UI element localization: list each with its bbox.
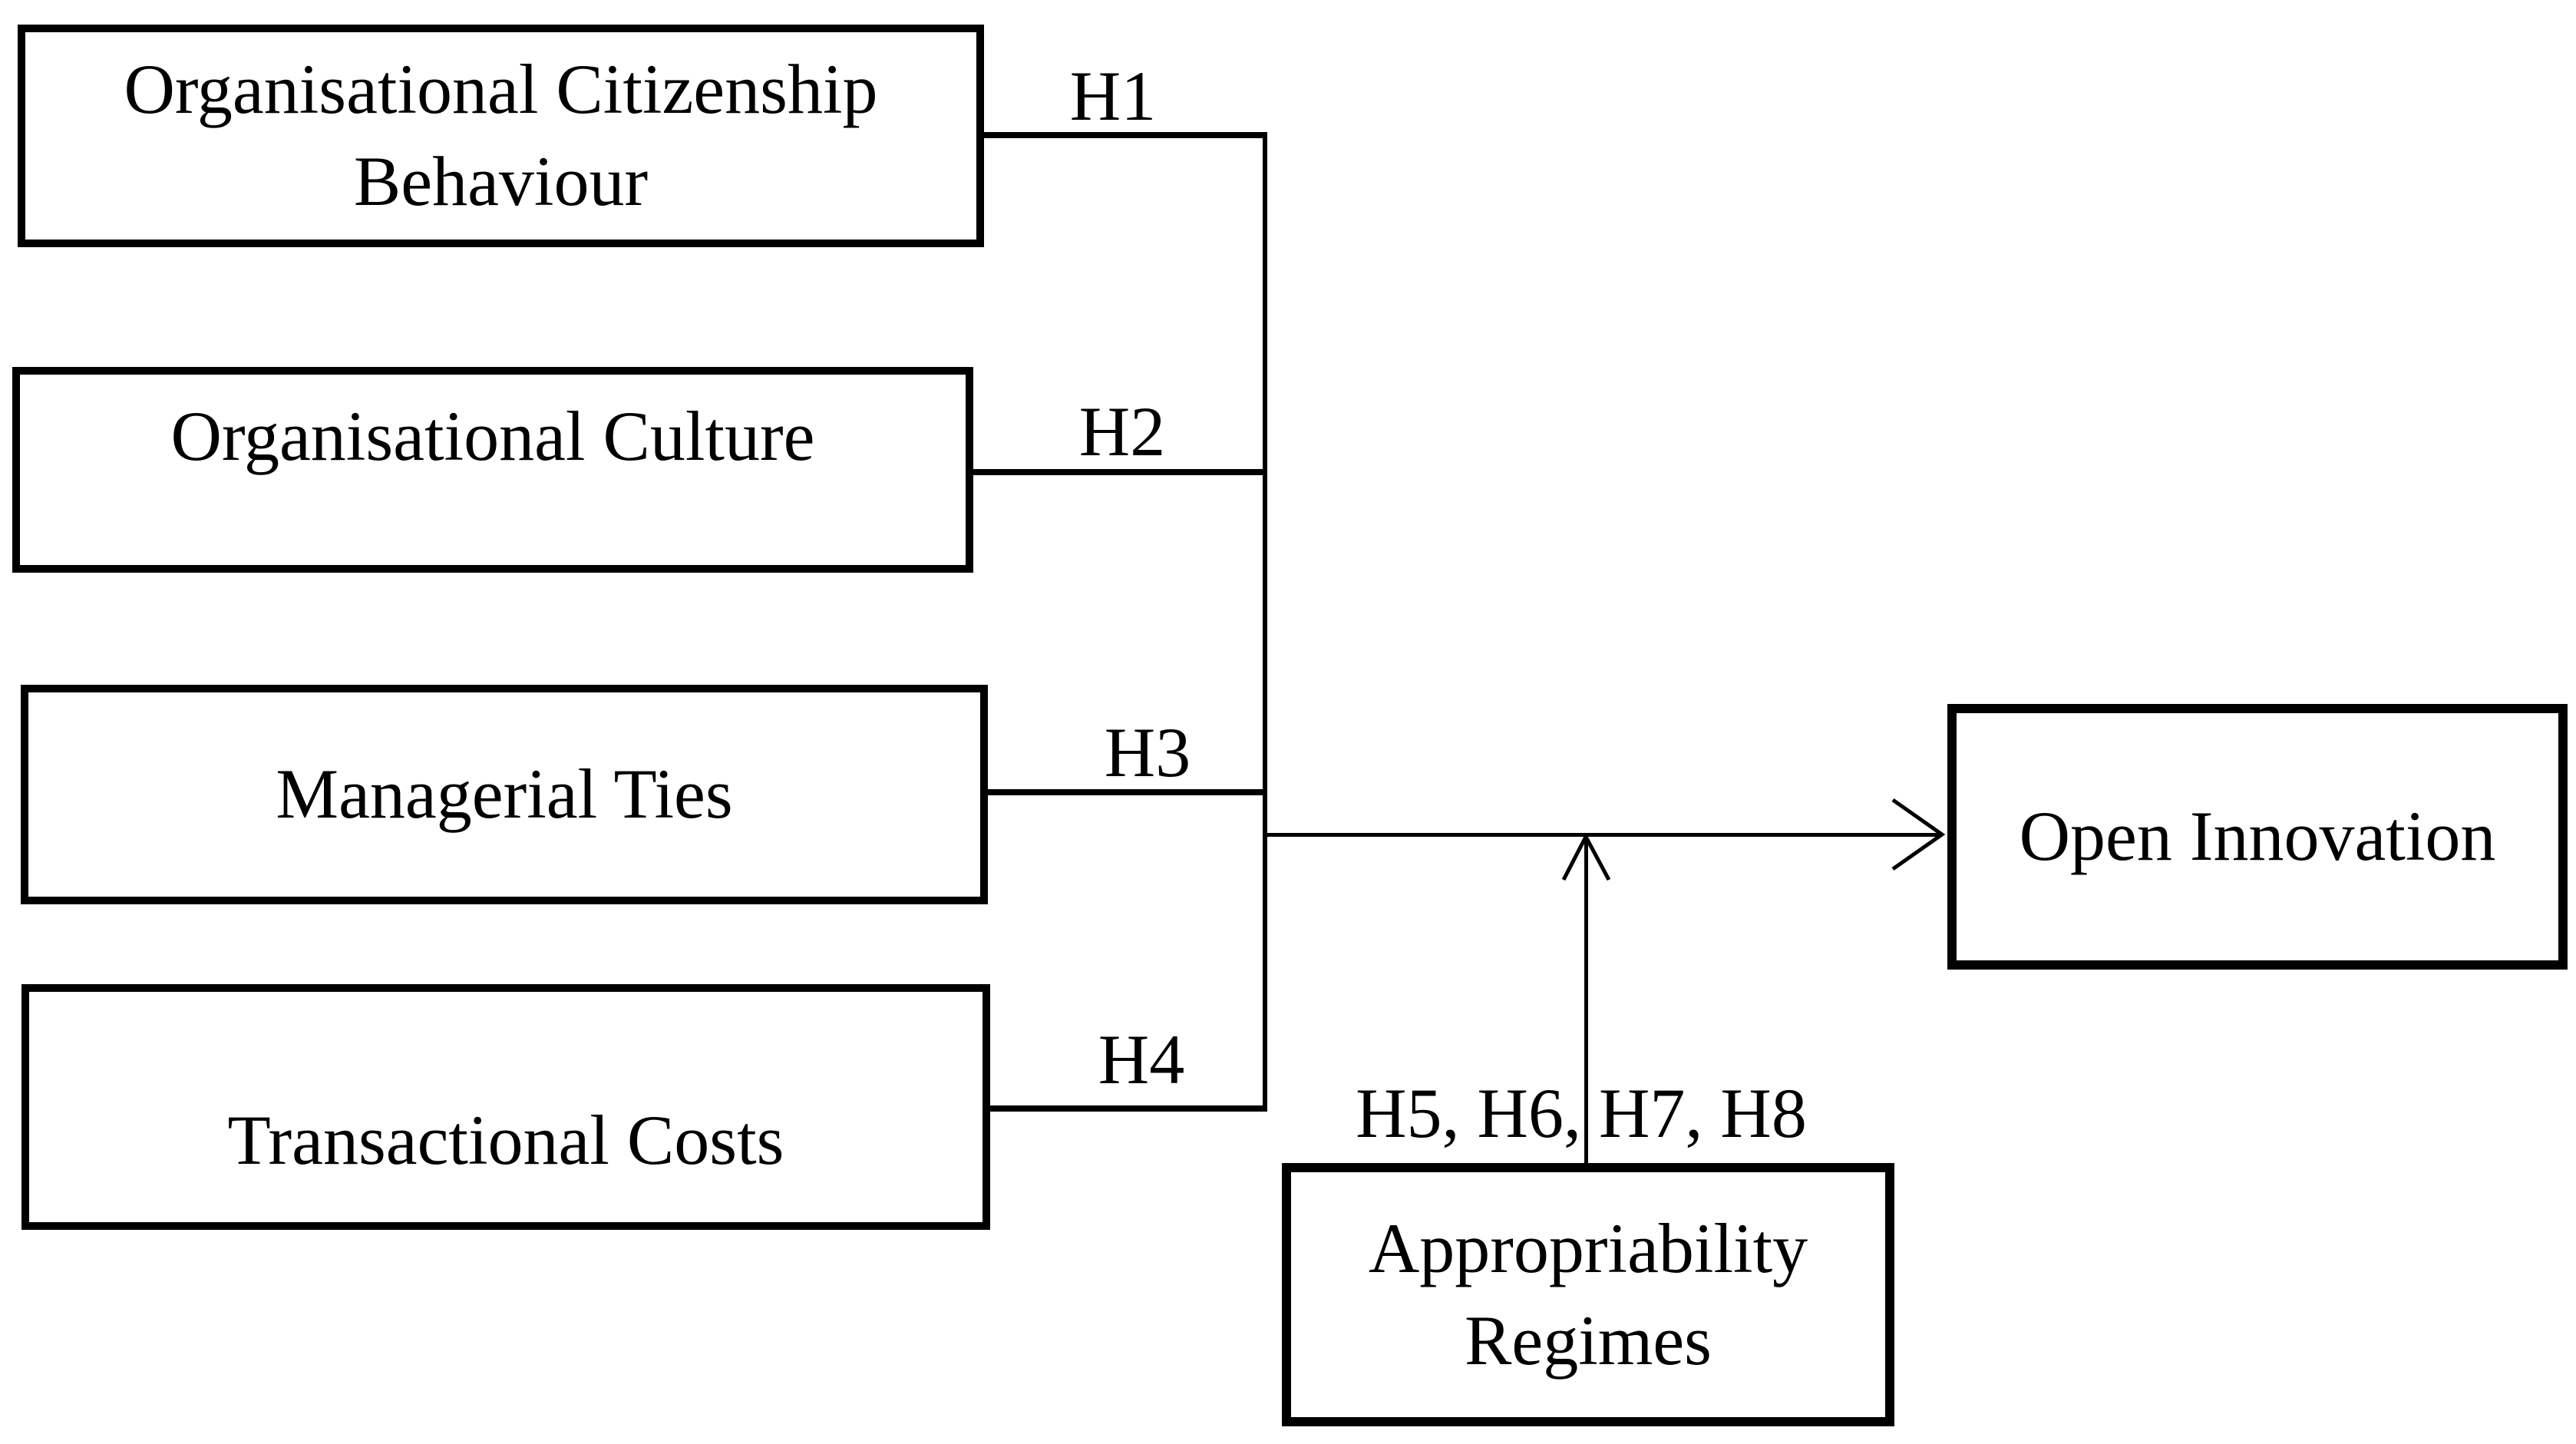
node-label: Appropriability Regimes bbox=[1368, 1208, 1808, 1380]
node-appropriability-regimes: Appropriability Regimes bbox=[1282, 1163, 1894, 1426]
hypothesis-label-h4: H4 bbox=[1098, 1020, 1185, 1099]
node-label: Organisational Citizenship Behaviour bbox=[124, 50, 878, 220]
node-organisational-culture: Organisational Culture bbox=[12, 367, 973, 573]
hypothesis-label-moderators: H5, H6, H7, H8 bbox=[1356, 1074, 1807, 1152]
h2-connector-line bbox=[966, 469, 1267, 475]
node-label: Open Innovation bbox=[2019, 797, 2496, 876]
node-transactional-costs: Transactional Costs bbox=[21, 984, 990, 1230]
hypothesis-label-h2: H2 bbox=[1078, 392, 1166, 471]
node-managerial-ties: Managerial Ties bbox=[21, 685, 988, 904]
h1-connector-line bbox=[984, 132, 1267, 138]
main-arrow-line bbox=[1267, 833, 1939, 837]
h3-connector-line bbox=[985, 789, 1267, 795]
node-label: Managerial Ties bbox=[276, 755, 733, 834]
node-label: Transactional Costs bbox=[227, 1101, 784, 1180]
h4-connector-line bbox=[987, 1105, 1267, 1112]
hypothesis-label-h1: H1 bbox=[1069, 57, 1157, 135]
node-organisational-citizenship-behaviour: Organisational Citizenship Behaviour bbox=[18, 25, 984, 247]
collector-line bbox=[1263, 132, 1267, 1112]
node-open-innovation: Open Innovation bbox=[1947, 704, 2568, 970]
moderation-arrow-line bbox=[1584, 838, 1588, 1163]
hypothesis-label-h3: H3 bbox=[1104, 713, 1191, 791]
node-label: Organisational Culture bbox=[170, 397, 815, 476]
